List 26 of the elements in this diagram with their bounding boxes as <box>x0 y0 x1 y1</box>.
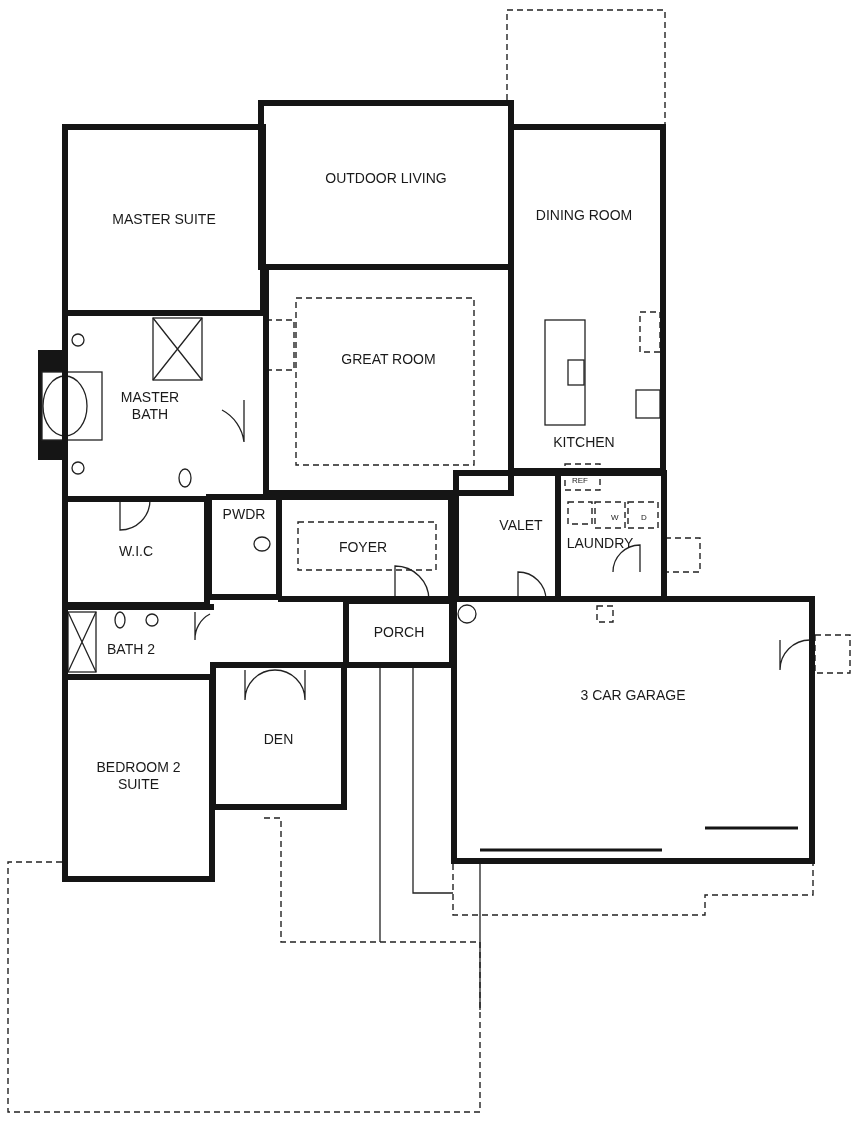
room-label: FOYER <box>338 539 388 557</box>
room-label: PWDR <box>222 506 266 524</box>
room-outline <box>210 662 347 810</box>
room-outline <box>278 494 454 602</box>
room-label: MASTER SUITE <box>112 211 216 229</box>
room-outline <box>258 100 514 270</box>
appliance-label: REF <box>572 477 588 485</box>
room-label: LAUNDRY <box>566 535 634 553</box>
room-label: DEN <box>263 731 294 749</box>
room-label: BATH 2 <box>107 641 155 659</box>
room-label: W.I.C <box>118 543 154 561</box>
room-label: KITCHEN <box>553 434 615 452</box>
appliance-label: D <box>641 514 647 522</box>
room-label: 3 CAR GARAGE <box>580 687 686 705</box>
room-outline <box>62 604 214 680</box>
room-label: MASTER BATH <box>119 388 181 424</box>
room-label: DINING ROOM <box>535 207 633 225</box>
room-label: VALET <box>499 517 543 535</box>
room-outline <box>206 494 282 600</box>
room-label: OUTDOOR LIVING <box>325 170 447 188</box>
room-outline <box>62 124 266 316</box>
appliance-label: W <box>611 514 619 522</box>
room-label: PORCH <box>373 624 425 642</box>
room-label: BEDROOM 2 SUITE <box>95 758 182 794</box>
room-outline <box>451 596 815 864</box>
room-label: GREAT ROOM <box>341 351 436 369</box>
